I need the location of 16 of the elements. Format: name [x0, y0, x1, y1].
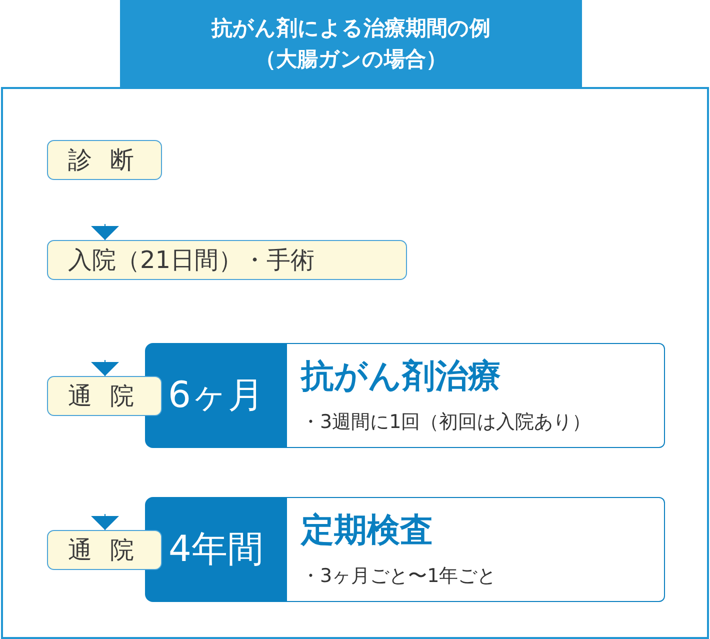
treatment-card [287, 497, 665, 602]
treatment-heading: 定期検査 [301, 509, 434, 551]
treatment-note: ・3週間に1回（初回は入院あり） [301, 410, 592, 435]
step-label: 診断 [47, 140, 162, 180]
treatment-heading: 抗がん剤治療 [301, 355, 502, 397]
title-banner: 抗がん剤による治療期間の例（大腸ガンの場合） [120, 0, 582, 87]
treatment-note: ・3ヶ月ごと〜1年ごと [301, 564, 498, 589]
duration-block: 4年間 [145, 497, 287, 602]
step-label: 入院（21日間）・手術 [47, 240, 407, 280]
arrow [91, 224, 119, 240]
duration-block: 6ヶ月 [145, 343, 287, 448]
arrow [91, 514, 119, 530]
step-label: 通院 [47, 376, 162, 416]
step-label: 通院 [47, 530, 162, 570]
treatment-card [287, 343, 665, 448]
arrow [91, 360, 119, 376]
